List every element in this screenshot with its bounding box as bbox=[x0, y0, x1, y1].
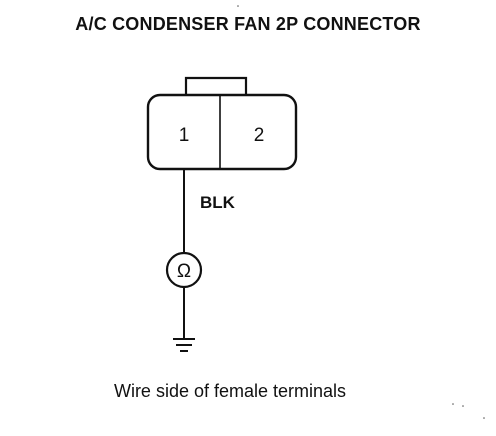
diagram-title: A/C CONDENSER FAN 2P CONNECTOR bbox=[75, 14, 421, 34]
scan-specks bbox=[237, 5, 485, 419]
wire-color-label: BLK bbox=[200, 193, 236, 212]
ohmmeter-icon: Ω bbox=[165, 251, 203, 289]
pin-2-label: 2 bbox=[254, 125, 265, 146]
ground-icon bbox=[173, 338, 195, 352]
connector-body bbox=[146, 93, 298, 171]
connector-lock-tab bbox=[184, 76, 248, 96]
diagram-caption: Wire side of female terminals bbox=[113, 381, 347, 401]
pin-1-label: 1 bbox=[179, 125, 190, 146]
ohm-symbol: Ω bbox=[177, 261, 191, 282]
